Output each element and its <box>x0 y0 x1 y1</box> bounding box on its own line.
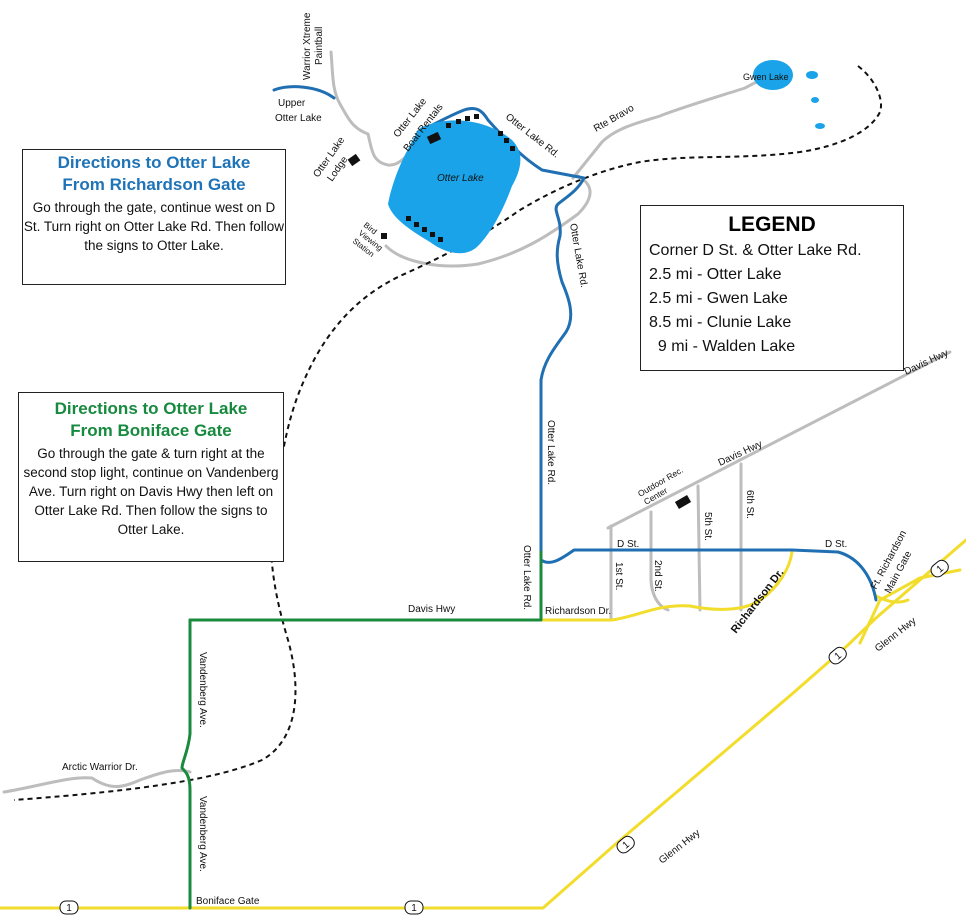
second-st <box>649 510 670 612</box>
richardson-directions-box: Directions to Otter Lake From Richardson… <box>22 149 286 285</box>
otter-lake-rd-label-1: Otter Lake Rd. <box>567 223 589 289</box>
davis-hwy-w-label: Davis Hwy <box>408 604 455 615</box>
trail <box>13 65 882 801</box>
svg-text:1: 1 <box>833 650 845 662</box>
vandenberg-route <box>180 618 192 910</box>
bird-station-building <box>381 233 387 239</box>
boat-rental-building <box>426 131 442 145</box>
first-st-label: 1st St. <box>613 562 624 590</box>
d-street <box>539 548 878 602</box>
d-st-label-2: D St. <box>825 539 847 550</box>
otter-lake-rd-label-2: Otter Lake Rd. <box>545 420 556 485</box>
legend-row: 8.5 mi - Clunie Lake <box>649 314 792 331</box>
otter-lake-water <box>388 120 521 254</box>
boniface-directions-box: Directions to Otter Lake From Boniface G… <box>18 392 284 562</box>
upper-otter-label-2: Otter Lake <box>275 113 322 124</box>
otter-lake-rd-label-3: Otter Lake Rd. <box>521 545 532 610</box>
davis-hwy-ne <box>606 350 952 530</box>
sixth-st-label: 6th St. <box>744 490 755 519</box>
legend-row: Corner D St. & Otter Lake Rd. <box>649 242 862 259</box>
buildings <box>347 114 692 509</box>
richardson-dr-label-1: Richardson Dr. <box>545 606 611 617</box>
glenn-hwy-south <box>0 538 966 910</box>
vandenberg-label-1: Vandenberg Ave. <box>197 652 208 728</box>
warrior-xtreme-road <box>329 50 370 136</box>
legend-row: 2.5 mi - Gwen Lake <box>649 290 788 307</box>
upper-otter-label: Upper <box>278 98 306 109</box>
arctic-warrior-label: Arctic Warrior Dr. <box>62 762 138 773</box>
upper-otter-lake-road <box>272 85 336 100</box>
yellow-roads <box>0 538 966 910</box>
gray-roads <box>2 50 952 794</box>
glenn-hwy-label-1: Glenn Hwy <box>873 616 918 655</box>
boniface-subtitle: From Boniface Gate <box>70 421 232 440</box>
otter-lake-label: Otter Lake <box>437 173 484 184</box>
fifth-st-label: 5th St. <box>702 512 713 541</box>
legend-title: LEGEND <box>728 213 816 236</box>
vandenberg-label-2: Vandenberg Ave. <box>197 796 208 872</box>
d-st-label-1: D St. <box>617 539 639 550</box>
svg-text:1: 1 <box>66 903 72 914</box>
glenn-hwy-label-2: Glenn Hwy <box>657 828 702 867</box>
warrior-label-2: Paintball <box>314 27 325 65</box>
route-1-shield: 1 <box>616 835 635 854</box>
richardson-body: Go through the gate, continue west on D … <box>23 200 285 253</box>
route-1-shield: 1 <box>930 559 949 578</box>
davis-hwy-ne-label: Davis Hwy <box>903 348 950 378</box>
boniface-title: Directions to Otter Lake <box>54 399 248 418</box>
route-1-shield: 1 <box>404 900 424 915</box>
route-1-shields: 1 1 1 1 1 <box>59 559 949 915</box>
davis-hwy-route <box>188 550 543 622</box>
bird-station-road <box>384 174 592 268</box>
blue-route <box>272 85 878 602</box>
gwen-lake-label: Gwen Lake <box>743 72 789 82</box>
warrior-label: Warrior Xtreme <box>302 12 313 80</box>
boniface-gate-label: Boniface Gate <box>196 896 260 907</box>
richardson-dr-label-2: Richardson Dr. <box>729 567 787 636</box>
svg-text:1: 1 <box>621 839 633 851</box>
richardson-dr <box>539 550 794 622</box>
lodge-building <box>347 153 361 167</box>
ramp <box>874 594 910 604</box>
outdoor-rec-building <box>674 495 692 509</box>
legend-row: 2.5 mi - Otter Lake <box>649 266 782 283</box>
second-st-label: 2nd St. <box>652 560 663 592</box>
gwen-lake-water <box>753 60 825 129</box>
legend-row: 9 mi - Walden Lake <box>649 338 796 355</box>
route-1-shield: 1 <box>828 646 847 665</box>
otter-lake-rd <box>416 106 586 554</box>
fifth-st <box>696 484 702 612</box>
svg-text:1: 1 <box>411 903 417 914</box>
green-route <box>180 550 543 910</box>
arctic-warrior-dr <box>2 768 192 794</box>
route-1-shield: 1 <box>59 900 79 915</box>
legend-box: LEGEND Corner D St. & Otter Lake Rd. 2.5… <box>640 205 904 371</box>
rte-bravo-label: Rte Bravo <box>592 103 636 135</box>
richardson-title: Directions to Otter Lake <box>57 153 251 172</box>
svg-text:1: 1 <box>935 563 947 575</box>
richardson-subtitle: From Richardson Gate <box>62 175 246 194</box>
boniface-body: Go through the gate & turn right at the … <box>23 446 279 537</box>
